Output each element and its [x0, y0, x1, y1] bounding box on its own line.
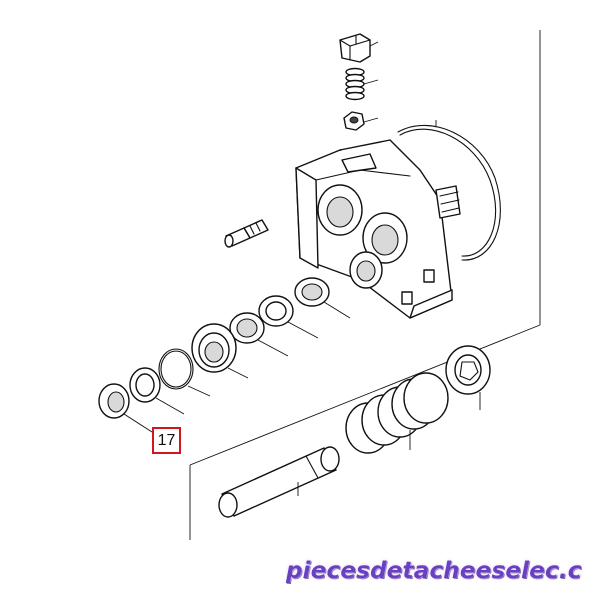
seal-ring-item-17 [98, 383, 153, 433]
watermark-text: piecesdetacheeselec.com [286, 558, 582, 584]
washer-part [129, 367, 185, 415]
small-spring-part [345, 67, 379, 101]
large-spring-part [345, 372, 449, 454]
seal-ring-upper-3 [229, 312, 289, 357]
seal-cup-part [191, 323, 249, 379]
pump-head-housing [295, 139, 461, 319]
piston-part [218, 446, 340, 518]
seal-ring-upper-1 [294, 277, 351, 319]
valve-cap-part [339, 33, 379, 63]
spring-retainer-part [445, 345, 491, 410]
callout-label-17: 17 [152, 427, 181, 454]
large-o-ring-part [397, 120, 501, 261]
bolt-part [224, 219, 269, 248]
diagram-frame [189, 30, 541, 540]
small-o-ring-part [158, 348, 211, 397]
seal-ring-upper-2 [258, 295, 319, 339]
valve-seat-part [343, 111, 379, 131]
